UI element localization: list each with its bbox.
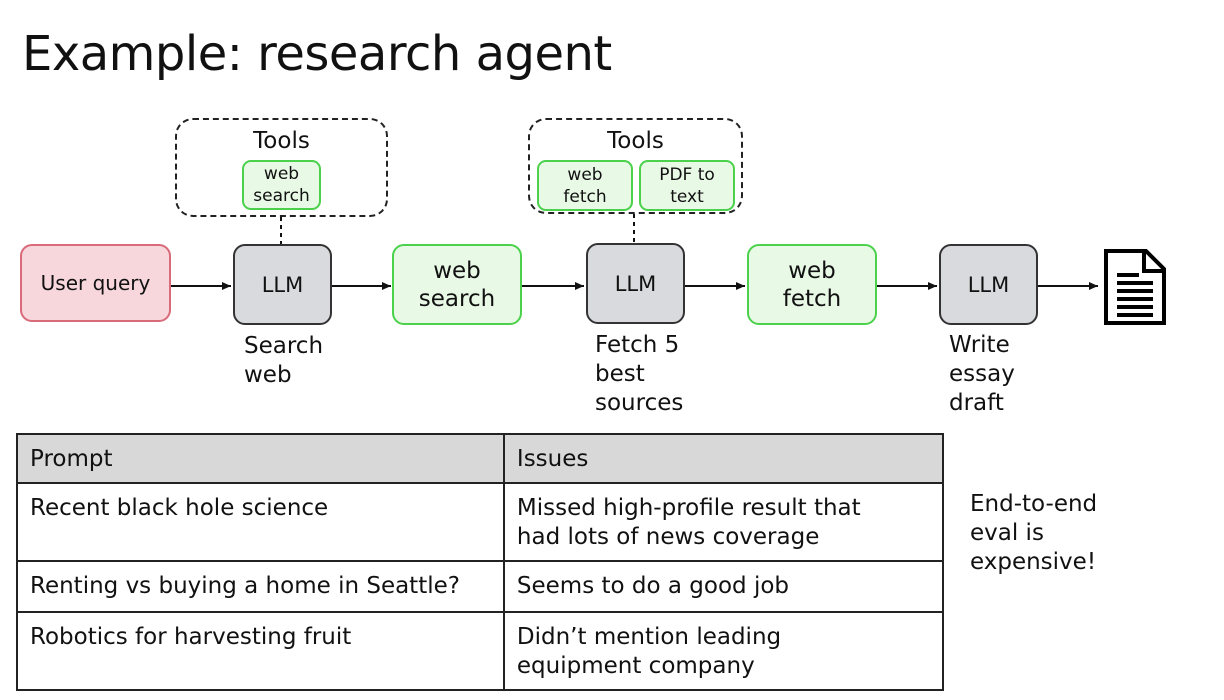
caption-line: Search	[244, 333, 324, 359]
document-icon	[1104, 249, 1166, 325]
tools-group-1-title: Tools	[253, 128, 310, 154]
caption-search-web: Search web	[244, 332, 323, 390]
tools-group-2-title: Tools	[607, 128, 664, 154]
caption-write-essay: Write essay draft	[949, 331, 1015, 418]
caption-line: web	[244, 362, 292, 388]
prompt-cell: Robotics for harvesting fruit	[16, 611, 505, 691]
web-search-action: web search	[392, 244, 522, 325]
header-prompt: Prompt	[16, 433, 505, 484]
tools-group-2	[528, 118, 743, 214]
header-issues: Issues	[502, 433, 945, 484]
llm-node-3-label: LLM	[967, 272, 1010, 297]
llm-node-1: LLM	[233, 244, 332, 325]
issue-line: Missed high-profile result that	[516, 495, 861, 521]
tool-web-search: web search	[242, 160, 321, 210]
web-search-action-line2: search	[418, 285, 496, 312]
issue-line: Didn’t mention leading	[516, 624, 782, 650]
prompt-cell: Recent black hole science	[16, 482, 505, 562]
flow-connectors	[171, 214, 1098, 290]
tool-pdf-to-text: PDF to text	[639, 160, 735, 211]
tool-pdf-to-text-line1: PDF to	[659, 164, 715, 185]
table-header-row: Prompt Issues	[16, 433, 945, 484]
issue-line: had lots of news coverage	[516, 524, 820, 550]
eval-table: Prompt Issues Recent black hole science …	[16, 433, 945, 691]
table-row: Recent black hole science Missed high-pr…	[16, 482, 945, 562]
issue-cell: Missed high-profile result that had lots…	[502, 482, 945, 562]
user-query-label: User query	[40, 271, 151, 295]
caption-line: Fetch 5	[595, 332, 680, 358]
caption-line: sources	[595, 390, 684, 416]
tool-web-fetch-line2: fetch	[563, 186, 607, 207]
page-title: Example: research agent	[22, 26, 612, 82]
llm-node-2-label: LLM	[614, 271, 657, 296]
llm-node-2: LLM	[586, 243, 685, 324]
tool-web-search-line1: web	[263, 164, 300, 184]
llm-node-1-label: LLM	[261, 272, 304, 297]
table-row: Robotics for harvesting fruit Didn’t men…	[16, 611, 945, 691]
caption-line: Write	[949, 332, 1010, 358]
web-fetch-action: web fetch	[747, 244, 877, 325]
issue-line: Seems to do a good job	[516, 573, 790, 599]
caption-line: essay	[949, 361, 1015, 387]
issue-line: equipment company	[516, 653, 755, 679]
note-line: expensive!	[970, 549, 1097, 575]
tool-web-fetch-line1: web	[567, 164, 603, 185]
user-query-node: User query	[20, 244, 171, 322]
caption-fetch-sources: Fetch 5 best sources	[595, 331, 683, 418]
side-note: End-to-end eval is expensive!	[970, 490, 1097, 577]
issue-cell: Didn’t mention leading equipment company	[502, 611, 945, 691]
llm-node-3: LLM	[939, 244, 1038, 325]
issue-cell: Seems to do a good job	[502, 560, 945, 613]
tool-web-fetch: web fetch	[537, 160, 633, 211]
web-fetch-action-line1: web	[788, 257, 836, 284]
tools-group-1	[175, 118, 388, 217]
tool-pdf-to-text-line2: text	[670, 186, 704, 207]
web-search-action-line1: web	[433, 257, 481, 284]
caption-line: best	[595, 361, 645, 387]
table-row: Renting vs buying a home in Seattle? See…	[16, 560, 945, 613]
tool-web-search-line2: search	[253, 186, 310, 206]
prompt-cell: Renting vs buying a home in Seattle?	[16, 560, 505, 613]
note-line: End-to-end	[970, 491, 1098, 517]
note-line: eval is	[970, 520, 1044, 546]
web-fetch-action-line2: fetch	[782, 285, 842, 312]
caption-line: draft	[949, 390, 1004, 416]
